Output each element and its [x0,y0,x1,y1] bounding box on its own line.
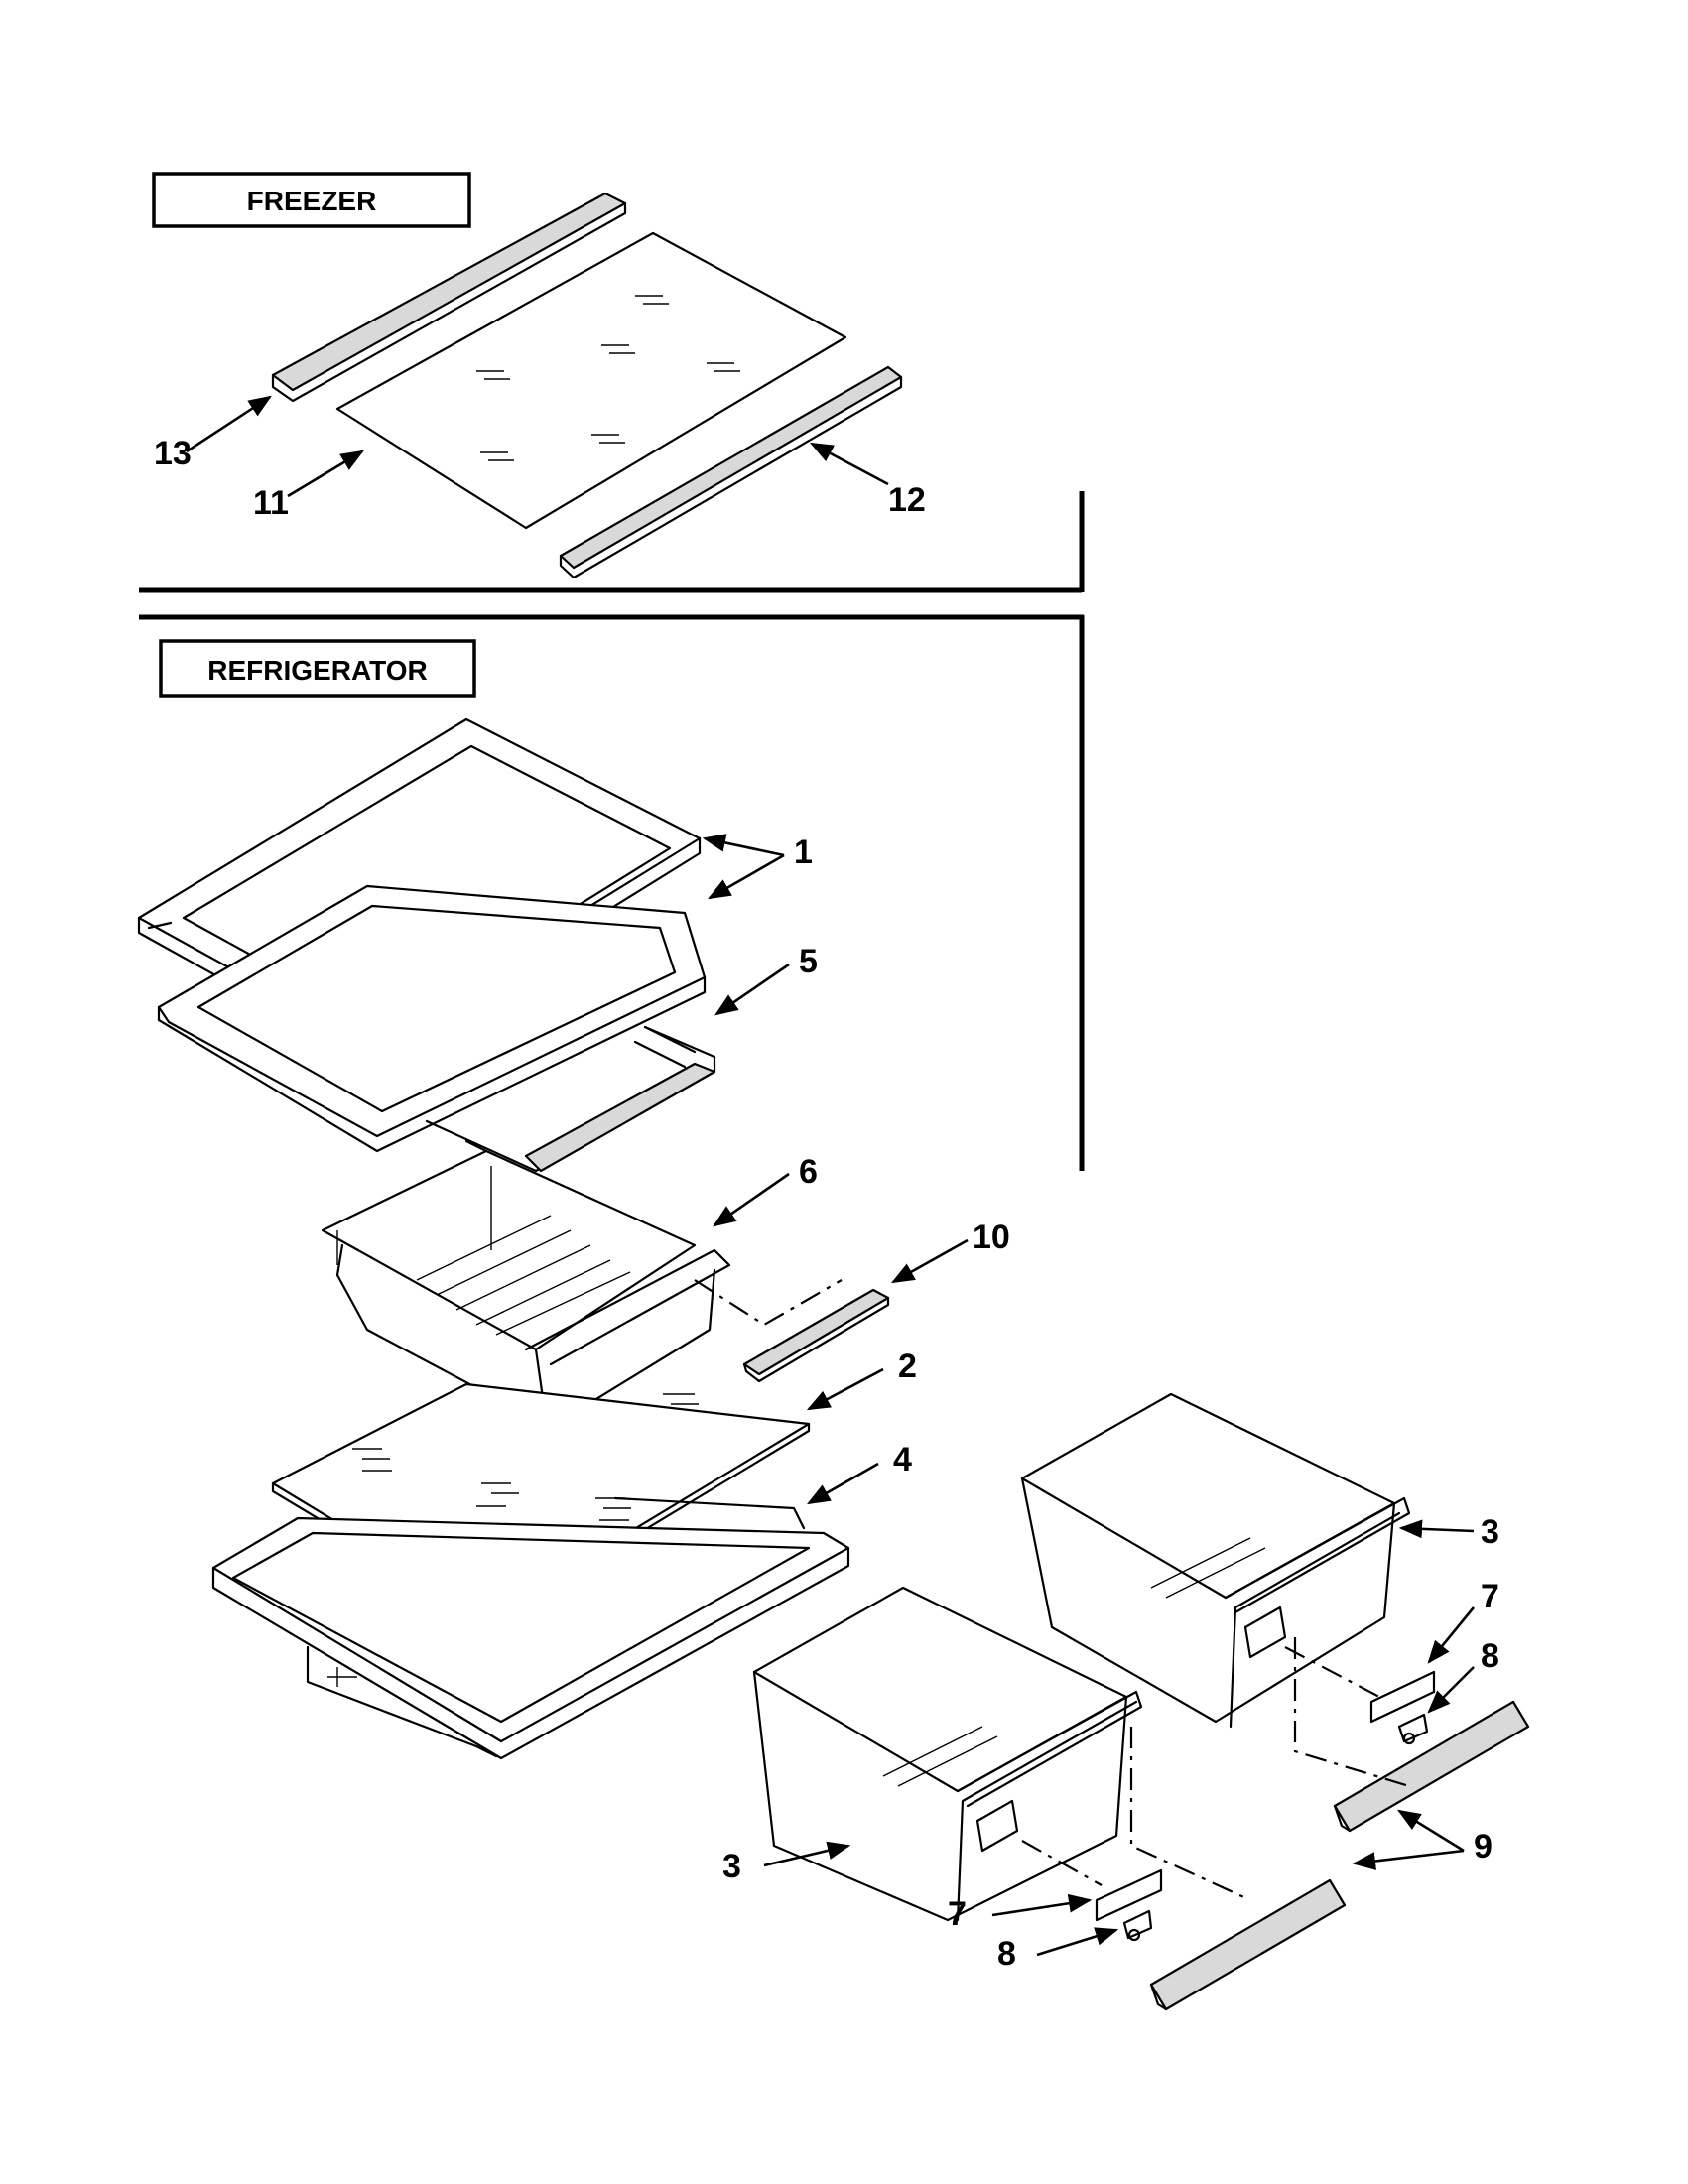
part-7-8-right-clip [1369,1670,1436,1745]
callout-2: 2 [898,1348,917,1385]
callout-11: 11 [253,484,289,522]
part-5-shelf-support [425,1025,716,1173]
callout-8-right: 8 [1481,1637,1499,1675]
part-6-crisper-pan [321,1149,731,1426]
callout-7-right: 7 [1481,1578,1499,1615]
callout-5: 5 [799,943,818,980]
part-9-drawer-rail-left [1149,1878,1347,2011]
part-12-freezer-front-rail [559,365,903,579]
callout-1: 1 [794,834,813,871]
svg-text:REFRIGERATOR: REFRIGERATOR [207,655,427,686]
part-9-drawer-rail-right [1333,1700,1530,1833]
callout-8-left: 8 [997,1935,1016,1973]
callout-6: 6 [799,1153,818,1191]
freezer-section-label: FREEZER [152,172,471,228]
part-13-freezer-rear-rail [271,192,627,403]
part-7-8-left-clip [1095,1868,1163,1942]
part-3-drawer-right [1020,1392,1411,1729]
callout-7-left: 7 [948,1895,967,1933]
callout-13: 13 [154,435,192,472]
callout-10: 10 [973,1219,1010,1256]
callout-9: 9 [1474,1828,1493,1865]
callout-12: 12 [888,481,926,519]
section-dividers [139,491,1085,1171]
callout-numbers: 13 11 12 1 5 6 10 2 4 3 7 8 9 3 7 8 [154,435,1499,1973]
refrigerator-section-label: REFRIGERATOR [159,639,476,698]
part-10-pan-rail [694,1279,890,1383]
alignment-lines [1021,1637,1410,1901]
part-11-freezer-glass-shelf [335,231,847,530]
callout-3-left: 3 [722,1848,741,1885]
callout-3-right: 3 [1481,1513,1499,1551]
callout-leaders [186,395,1476,1957]
part-1-shelf-frame-lower [157,884,707,1153]
svg-text:FREEZER: FREEZER [247,186,377,216]
callout-4: 4 [893,1441,912,1478]
part-3-drawer-left [752,1586,1143,1922]
part-4-crisper-cover-frame [211,1496,850,1760]
